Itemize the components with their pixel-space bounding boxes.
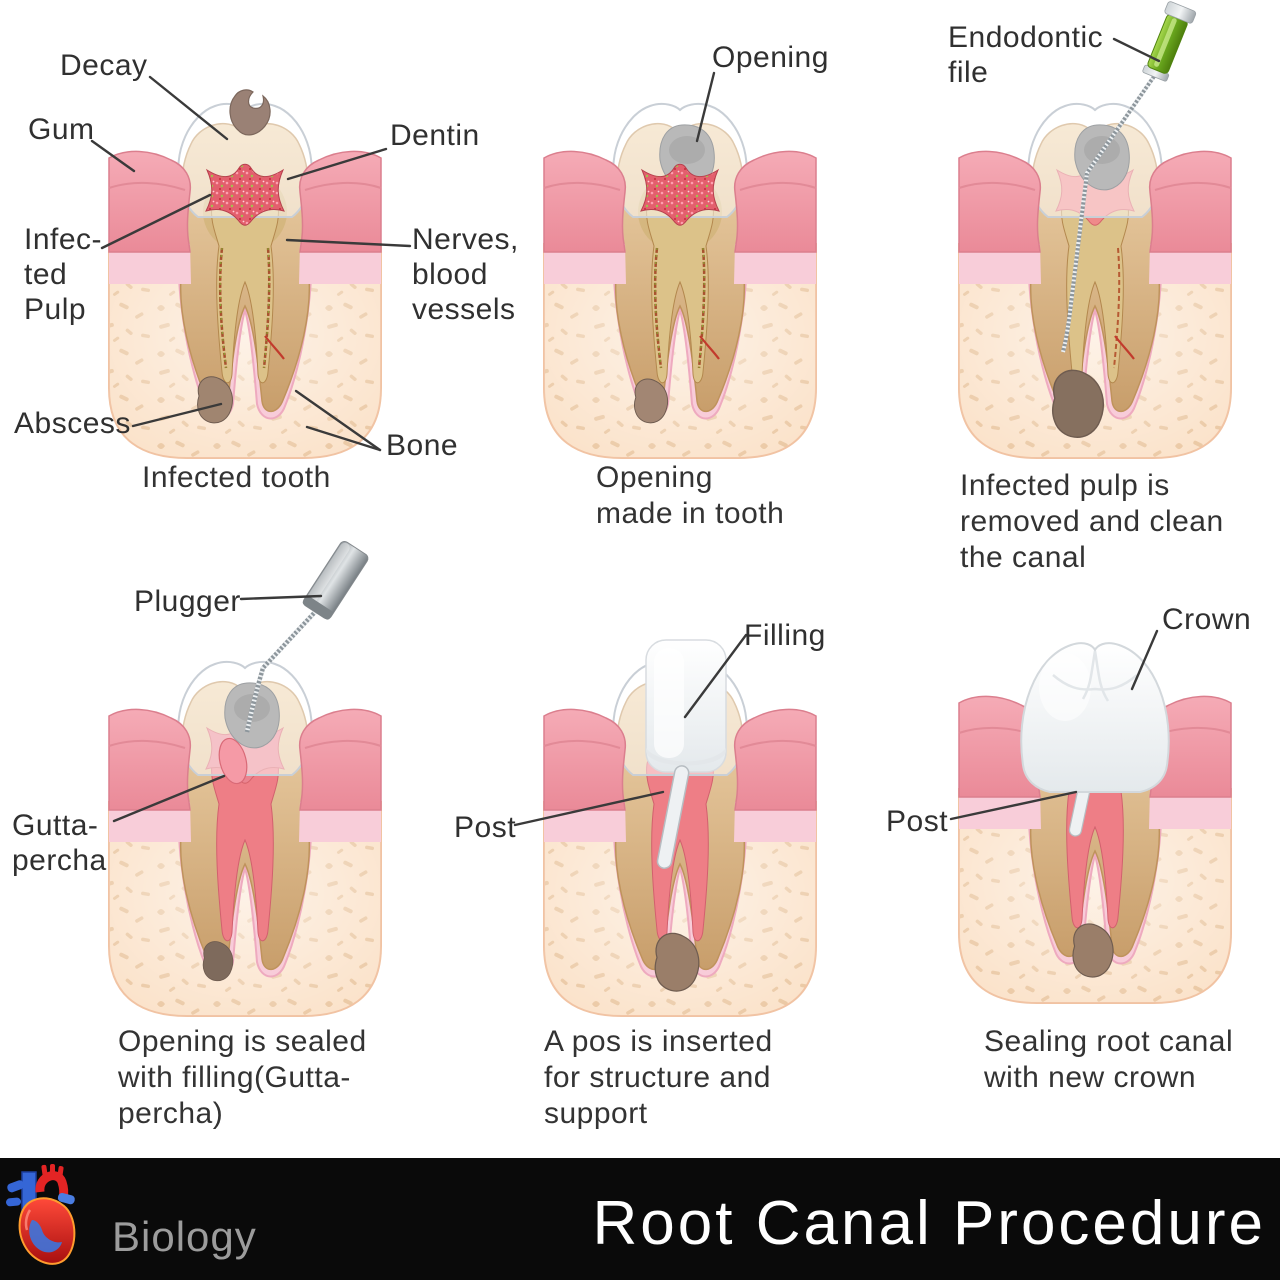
panel-infected-tooth: Decay Gum Infec- ted Pulp Dentin Nerves,… [0, 0, 518, 560]
label-crown: Crown [1162, 603, 1252, 636]
tooth-illustration-infected [108, 89, 382, 459]
caption-step-2: Opening made in tooth [596, 461, 785, 530]
tooth-illustration-crown [958, 642, 1232, 1004]
panel-clean-canal: Endodontic file Infected pulp is removed… [860, 0, 1280, 580]
poster-title: Root Canal Procedure [592, 1189, 1266, 1258]
panel-post-inserted: Filling Post A pos is inserted for struc… [430, 560, 860, 1160]
label-endodontic-file: Endodontic file [948, 21, 1104, 89]
label-post-crown: Post [886, 805, 949, 838]
label-bone: Bone [386, 429, 459, 462]
caption-step-3: Infected pulp is removed and clean the c… [960, 469, 1224, 574]
label-gutta-percha: Gutta- percha [12, 809, 107, 877]
tooth-illustration-plugger [108, 540, 382, 1017]
panel-sealed-gutta-percha: Plugger Gutta- percha Opening is sealed … [0, 540, 430, 1160]
tooth-illustration-opening [543, 102, 817, 459]
panel-opening-made: Opening Opening made in tooth [430, 0, 860, 560]
panel-crown-sealed: Crown Post Sealing root canal with new c… [860, 560, 1280, 1160]
label-opening: Opening [712, 41, 829, 74]
tooth-illustration-file [958, 1, 1232, 459]
label-post: Post [454, 811, 517, 844]
tooth-illustration-post [543, 639, 817, 1017]
label-abscess: Abscess [14, 407, 131, 440]
label-decay: Decay [60, 49, 148, 82]
caption-step-5: A pos is inserted for structure and supp… [544, 1025, 773, 1130]
anatomical-heart-icon [6, 1164, 76, 1265]
label-plugger: Plugger [134, 585, 241, 618]
label-nerves: Nerves, blood vessels [412, 223, 519, 326]
label-dentin: Dentin [390, 119, 480, 152]
label-filling: Filling [744, 619, 826, 652]
caption-step-6: Sealing root canal with new crown [984, 1025, 1234, 1094]
caption-step-1: Infected tooth [142, 461, 331, 494]
footer-bar [0, 1158, 1280, 1280]
label-infected-pulp: Infec- ted Pulp [24, 223, 103, 326]
caption-step-4: Opening is sealed with filling(Gutta- pe… [118, 1025, 367, 1130]
label-gum: Gum [28, 113, 95, 146]
brand-text: Biology [112, 1213, 257, 1260]
